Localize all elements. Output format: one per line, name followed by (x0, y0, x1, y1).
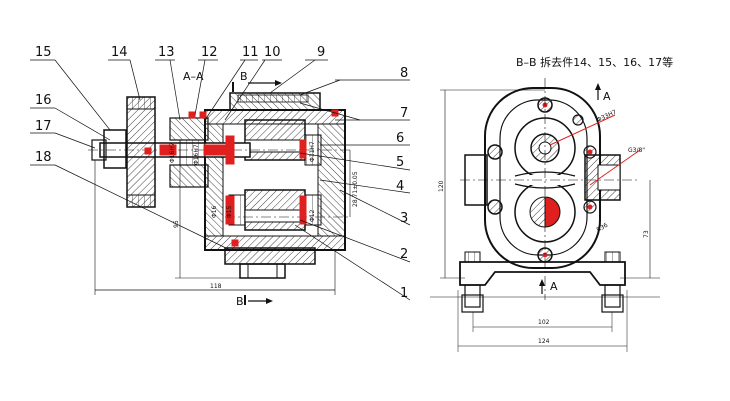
part-11: 11 (242, 45, 259, 60)
part-12: 12 (201, 45, 218, 60)
base-flange (224, 247, 316, 265)
part-18: 18 (35, 150, 52, 165)
part-2: 2 (400, 247, 408, 262)
part-17: 17 (35, 119, 52, 134)
lower-shaft-half (544, 196, 561, 228)
part-7: 7 (400, 106, 408, 121)
section-aa-label: A–A (183, 70, 204, 83)
part-6: 6 (396, 131, 404, 146)
red-highlights (144, 109, 339, 247)
section-a-bottom: A (550, 280, 558, 293)
part-callouts (30, 59, 411, 301)
part-5: 5 (396, 155, 404, 170)
dim-dia2: Φ16H7 (193, 144, 200, 165)
packing (179, 139, 206, 166)
right-view-bb: B–B 拆去件14、15、16、17等 (430, 55, 673, 352)
section-b-top: B (240, 70, 248, 83)
dim-dia6: Φ12 (309, 209, 316, 222)
part-15: 15 (35, 45, 52, 60)
dim-thread: G3/8" (628, 147, 645, 154)
part-13: 13 (158, 45, 175, 60)
dim-length: 118 (210, 283, 222, 290)
left-section-view: Φ16H7 Φ16H7 Φ16 Φ15 Φ11H7 Φ12 28.71±0.05… (88, 70, 359, 308)
part-10: 10 (264, 45, 281, 60)
gland (169, 117, 209, 141)
dim-dia3: Φ16 (211, 205, 218, 218)
gland-lower (169, 164, 209, 188)
foot-bolt-right (604, 251, 621, 263)
part-3: 3 (400, 211, 408, 226)
dim-dia4: Φ15 (226, 205, 233, 218)
part-14: 14 (111, 45, 128, 60)
cover-bolts (237, 94, 309, 103)
part-1: 1 (400, 286, 408, 301)
section-a-top: A (603, 90, 611, 103)
dim-center: 28.71±0.05 (352, 171, 359, 207)
dim-hole-dia: Φ33H7 (596, 109, 618, 124)
part-number-labels: 15 14 13 12 11 10 9 8 7 6 5 4 3 2 1 16 1… (35, 45, 408, 301)
base-nut (239, 263, 286, 279)
dim-radius: R36 (596, 222, 610, 234)
part-9: 9 (317, 45, 325, 60)
body-wall-right (317, 123, 346, 237)
shaft-nut (103, 129, 127, 169)
dim-shaft-center: 73 (643, 230, 650, 238)
section-b-bottom: B (236, 295, 244, 308)
bb-view-title: B–B 拆去件14、15、16、17等 (516, 55, 673, 69)
dim-dia1: Φ16H7 (169, 142, 176, 163)
part-4: 4 (396, 179, 404, 194)
dim-dia5: Φ11H7 (309, 141, 316, 162)
dim-total-height: 120 (438, 180, 445, 192)
dim-overall-width: 124 (538, 338, 550, 345)
bolt-holes (487, 97, 597, 263)
part-8: 8 (400, 66, 408, 81)
part-16: 16 (35, 93, 52, 108)
dim-bolt-span: 102 (538, 319, 550, 326)
foot-bolt-left (464, 251, 481, 263)
